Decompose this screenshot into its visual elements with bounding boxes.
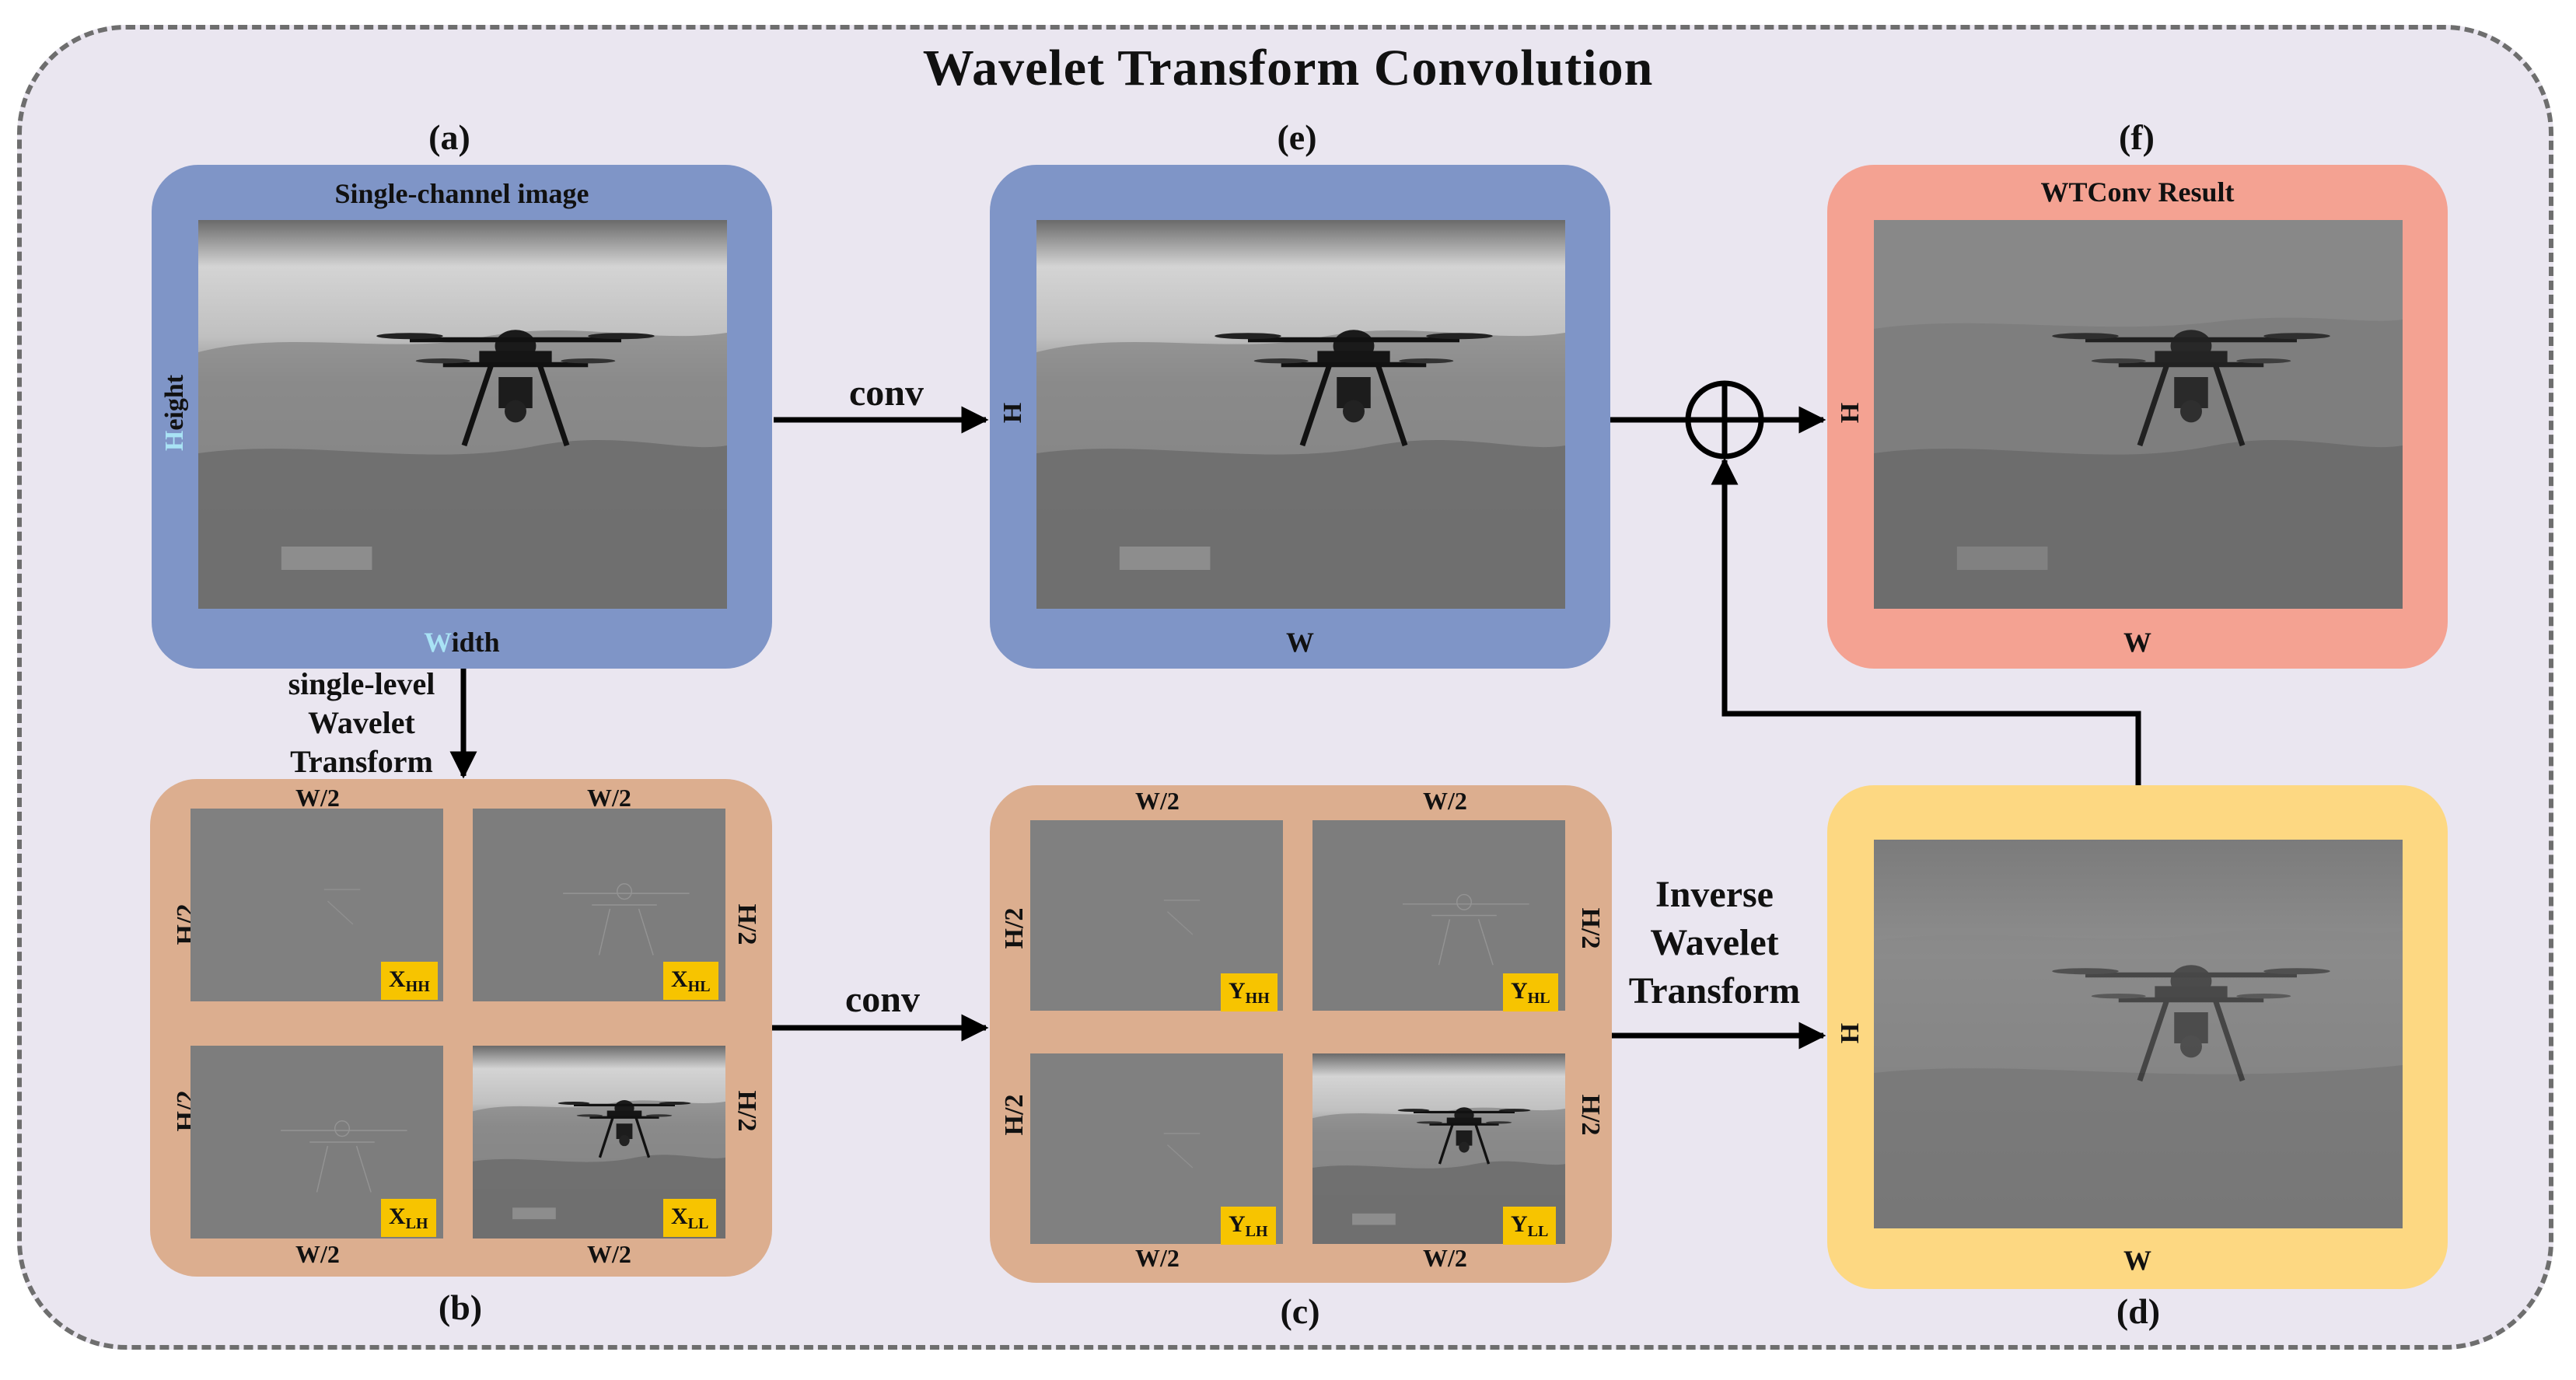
panel-b-w-half-bottom-right: W/2	[587, 1240, 631, 1268]
panel-a-caption: Single-channel image	[334, 178, 589, 209]
tag-y-hl: YHL	[1503, 973, 1558, 1011]
wavelet-label: single-level Wavelet Transform	[288, 666, 435, 779]
panel-letter-f: (f)	[2119, 117, 2155, 157]
panel-f-w-label: W	[2123, 627, 2151, 658]
panel-e-w-label: W	[1286, 627, 1314, 658]
tag-y-ll: YLL	[1503, 1207, 1557, 1245]
tag-x-hl: XHL	[663, 962, 718, 1000]
panel-b-w-half-top-left: W/2	[295, 784, 340, 812]
panel-letter-b: (b)	[438, 1287, 483, 1327]
panel-f-caption: WTConv Result	[2040, 176, 2235, 208]
panel-b-w-half-top-right: W/2	[587, 784, 631, 812]
tag-y-lh: YLH	[1221, 1207, 1276, 1245]
panel-c-w-half-top-left: W/2	[1135, 787, 1180, 815]
conv-label-bottom: conv	[845, 979, 920, 1020]
panel-letter-a: (a)	[428, 117, 470, 157]
arrow-d-to-plus	[1711, 457, 2141, 785]
page-title: Wavelet Transform Convolution	[922, 40, 1654, 96]
tag-x-ll: XLL	[663, 1199, 717, 1237]
tag-x-hh: XHH	[381, 962, 438, 1000]
tag-y-hh: YHH	[1221, 973, 1278, 1011]
conv-label-top: conv	[849, 372, 924, 414]
panel-c-w-half-top-right: W/2	[1423, 787, 1467, 815]
sum-icon	[1685, 380, 1764, 459]
panel-letter-d: (d)	[2116, 1291, 2161, 1331]
inverse-wavelet-label: Inverse Wavelet Transform	[1628, 874, 1801, 1011]
panel-c-w-half-bottom-right: W/2	[1423, 1244, 1467, 1272]
panel-letter-e: (e)	[1277, 117, 1317, 157]
panel-letter-c: (c)	[1280, 1291, 1320, 1331]
tag-x-lh: XLH	[381, 1199, 436, 1237]
panel-a-width-label: Width	[424, 627, 500, 658]
panel-c-w-half-bottom-left: W/2	[1135, 1244, 1180, 1272]
panel-b-w-half-bottom-left: W/2	[295, 1240, 340, 1268]
panel-d-w-label: W	[2123, 1245, 2151, 1276]
